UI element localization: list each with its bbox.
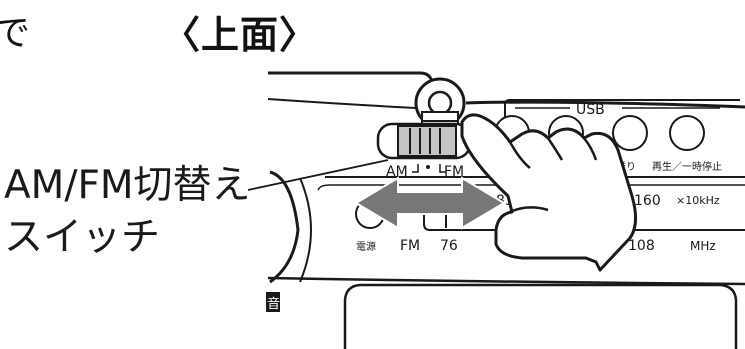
dial-76: 76 [440, 238, 458, 254]
finger-hand-icon [460, 113, 637, 272]
bottom-panel [343, 283, 738, 349]
switch-dot [426, 165, 430, 169]
am-fm-switch[interactable] [376, 122, 472, 160]
callout-line-2: スイッチ [4, 215, 161, 260]
usb-label: USB [576, 102, 605, 118]
callout-line-1: AM/FM切替え [4, 163, 251, 208]
page-title: 〈上面〉 [162, 13, 319, 57]
side-mark-box [266, 292, 280, 312]
dial-band-label: FM [400, 238, 420, 254]
panel-divider-inner [317, 184, 745, 191]
power-label: 電源 [356, 240, 376, 253]
dial-mhz-unit: MHz [690, 239, 716, 253]
play-pause-button[interactable] [669, 115, 705, 151]
finger-crease-1 [508, 141, 531, 169]
body-outline-lower [267, 276, 745, 286]
tuning-window [423, 196, 745, 231]
carry-handle-knob [414, 77, 466, 131]
slide-arrow-icon [354, 176, 506, 230]
play-pause-label: 再生／一時停止 [652, 160, 722, 173]
switch-am-marker [412, 164, 419, 173]
callout-leader-line [247, 159, 389, 191]
body-outline-top [268, 71, 434, 83]
dial-108: 108 [628, 238, 655, 254]
finger-crease-3 [583, 137, 598, 161]
side-mark-text: 音 [267, 296, 280, 312]
dial-160: 160 [634, 193, 661, 209]
cropped-heading-fragment: で [0, 13, 31, 54]
switch-fm-marker [439, 164, 446, 173]
thumb-crease [509, 206, 549, 214]
speaker-arc-outer [269, 170, 300, 284]
usb-button-3[interactable] [612, 115, 648, 151]
body-outline-upper [465, 100, 745, 109]
speaker-arc-inner [299, 177, 312, 283]
finger-crease-2 [546, 137, 564, 161]
dial-khz-unit: ×10kHz [676, 194, 720, 207]
body-inner-line [267, 98, 417, 109]
